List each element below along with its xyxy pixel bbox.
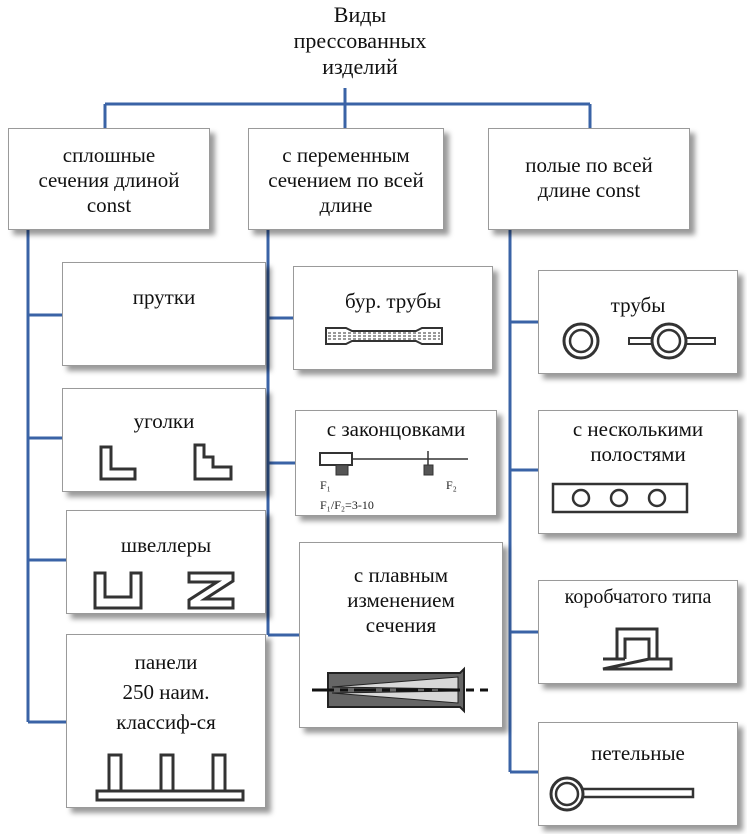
z-profile-icon <box>185 571 237 611</box>
variable-item-end-fittings-label: с законцовками <box>326 417 466 441</box>
category-hollow-label: полые по всей длине const <box>525 153 653 202</box>
hollow-item-box-type: коробчатого типа <box>538 580 738 684</box>
variable-item-drill-pipes: бур. трубы <box>293 266 493 370</box>
root-title: Виды прессованных изделий <box>293 2 427 79</box>
solid-item-angles: уголки <box>62 388 266 492</box>
solid-item-rods-label: прутки <box>132 285 196 309</box>
solid-item-panels-label: панели 250 наим. классиф-ся <box>116 650 216 734</box>
multi-cavity-icon <box>551 481 691 517</box>
formula-ratio: F₁/F₂=3-10 <box>320 498 374 512</box>
hollow-item-multi-cavity-label: с несколькими полостями <box>572 417 704 466</box>
category-variable: с переменным сечением по всей длине <box>248 128 444 230</box>
eyelet-profile-icon <box>547 775 697 815</box>
variable-item-end-fittings: с законцовками F₁ F₂ F₁/F₂=3-10 <box>295 410 497 516</box>
solid-item-angles-label: уголки <box>133 409 195 433</box>
category-solid: сплошные сечения длиной const <box>8 128 210 230</box>
hollow-item-eyelet: петельные <box>538 722 738 826</box>
angle-profile-icon <box>99 445 139 481</box>
box-profile-icon <box>601 625 673 671</box>
hollow-item-eyelet-label: петельные <box>591 741 685 765</box>
formula-f2: F₂ <box>446 478 457 492</box>
hollow-item-multi-cavity: с несколькими полостями <box>538 410 738 534</box>
hollow-item-pipes-label: трубы <box>610 293 666 317</box>
channel-profile-icon <box>93 571 145 611</box>
end-fitting-rod-icon: F₁ F₂ <box>318 447 478 492</box>
category-variable-label: с переменным сечением по всей длине <box>268 143 424 217</box>
hollow-item-pipes: трубы <box>538 270 738 374</box>
stepped-angle-profile-icon <box>193 443 235 481</box>
hollow-item-box-type-label: коробчатого типа <box>564 586 712 608</box>
variable-item-smooth-change-label: с плавным изменением сечения <box>347 563 455 637</box>
ribbed-panel-icon <box>95 751 245 803</box>
formula-ratio-wrap: F₁/F₂=3-10 <box>320 498 374 512</box>
variable-item-smooth-change: с плавным изменением сечения <box>299 542 503 728</box>
solid-item-channels-label: швеллеры <box>120 533 212 557</box>
pipe-ring-icon <box>561 321 601 361</box>
flanged-pipe-icon <box>627 321 719 361</box>
solid-item-channels: швеллеры <box>66 510 266 614</box>
formula-f1: F₁ <box>320 478 331 492</box>
solid-item-panels: панели 250 наим. классиф-ся <box>66 634 266 808</box>
tapered-profile-icon <box>310 667 490 713</box>
category-solid-label: сплошные сечения длиной const <box>38 143 180 217</box>
solid-item-rods: прутки <box>62 262 266 366</box>
category-hollow: полые по всей длине const <box>488 128 690 230</box>
variable-item-drill-pipes-label: бур. трубы <box>344 289 442 313</box>
drill-pipe-icon <box>324 325 444 347</box>
